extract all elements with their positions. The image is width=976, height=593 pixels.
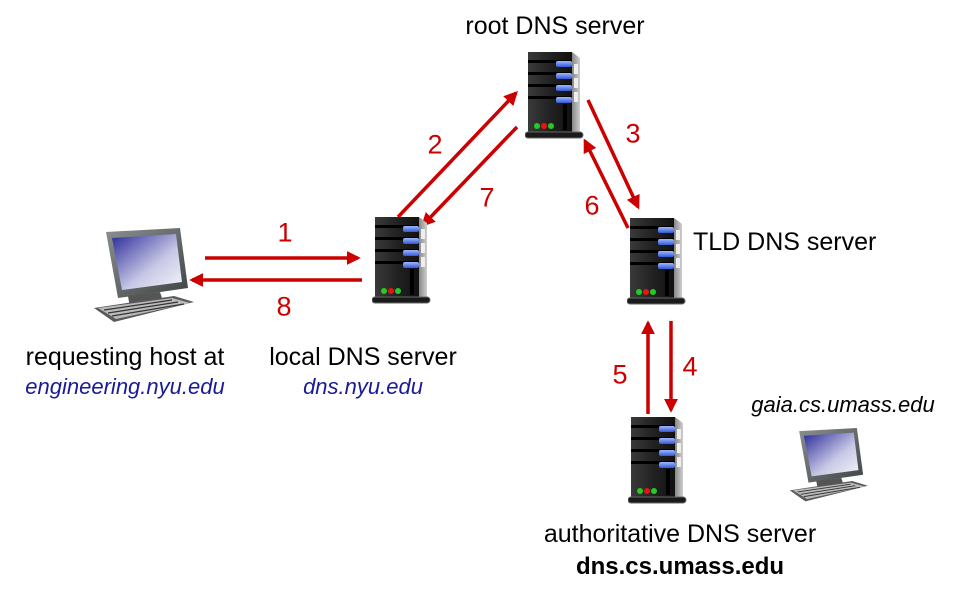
local-dns-server-icon [372, 216, 431, 304]
step-label-2: 2 [427, 129, 443, 160]
authoritative-dns-server-label: authoritative DNS server [543, 520, 817, 548]
authoritative-dns-server-hostname: dns.cs.umass.edu [575, 553, 785, 580]
requesting-host-label: requesting host at [25, 343, 225, 371]
root-dns-server-icon [525, 51, 584, 139]
target-host-hostname: gaia.cs.umass.edu [751, 392, 935, 417]
target-host-computer-icon [789, 428, 869, 502]
local-dns-server-hostname: dns.nyu.edu [303, 374, 423, 399]
step-label-8: 8 [276, 291, 292, 322]
authoritative-dns-server-icon [628, 416, 687, 504]
step-label-1: 1 [277, 217, 293, 248]
requesting-host-computer-icon [93, 228, 195, 323]
requesting-host-hostname: engineering.nyu.edu [25, 374, 225, 399]
step-label-5: 5 [612, 359, 628, 390]
tld-dns-server-label: TLD DNS server [693, 228, 877, 256]
arrow-step-6 [583, 138, 630, 229]
step-label-4: 4 [682, 351, 698, 382]
local-dns-server-label: local DNS server [269, 343, 457, 371]
arrow-step-2 [396, 90, 518, 219]
arrow-step-3 [586, 99, 640, 210]
tld-dns-server-icon [627, 217, 686, 305]
step-label-6: 6 [584, 190, 600, 221]
step-label-3: 3 [625, 118, 641, 149]
step-label-7: 7 [479, 182, 495, 213]
root-dns-server-label: root DNS server [465, 12, 645, 40]
arrow-step-7 [421, 125, 519, 228]
